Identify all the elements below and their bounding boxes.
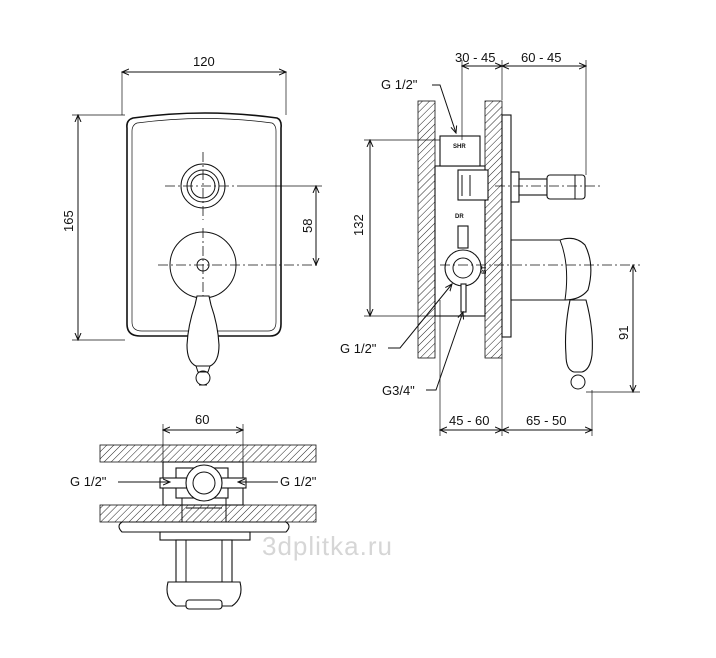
side-height-label: 132 — [351, 214, 366, 236]
port-bt-label: BT — [482, 266, 488, 274]
lever-handle-side — [564, 299, 593, 373]
plan-view: 60 G 1/2" G 1/2" — [70, 412, 317, 610]
bottom-depth-1-label: 45 - 60 — [449, 413, 489, 428]
handle-knob — [195, 370, 211, 386]
front-spacing-label: 58 — [300, 219, 315, 233]
plan-inlet-right-label: G 1/2" — [280, 474, 317, 489]
front-view: 120 165 58 — [61, 54, 322, 386]
inlet-mid-label: G 1/2" — [340, 341, 377, 356]
wall-left — [417, 100, 436, 359]
cover-plate-outer — [126, 112, 282, 337]
front-height-label: 165 — [61, 210, 76, 232]
plan-handle — [175, 539, 233, 583]
handle-drop-label: 91 — [616, 326, 631, 340]
diverter-knob-side — [546, 174, 586, 200]
plan-width-label: 60 — [195, 412, 209, 427]
port-dr-label: DR — [455, 214, 464, 220]
plan-inlet-left-label: G 1/2" — [70, 474, 107, 489]
top-offset-2-label: 60 - 45 — [521, 50, 561, 65]
inlet-top-label: G 1/2" — [381, 77, 418, 92]
bottom-depth-2-label: 65 - 50 — [526, 413, 566, 428]
top-offset-1-label: 30 - 45 — [455, 50, 495, 65]
plan-wall-top — [99, 444, 317, 463]
cover-plate-side — [501, 114, 512, 338]
cover-plate-inner — [131, 118, 277, 332]
port-shr-label: SHR — [453, 144, 466, 150]
front-width-label: 120 — [193, 54, 215, 69]
lever-side — [510, 237, 592, 301]
watermark: 3dplitka.ru — [262, 531, 393, 561]
lever-handle — [186, 295, 220, 367]
outlet-label: G3/4" — [382, 383, 415, 398]
side-view: SHR DR BT 30 - 45 60 - 45 G 1 — [340, 50, 640, 436]
wall-right — [484, 100, 503, 359]
plan-cover-plate — [118, 521, 290, 533]
